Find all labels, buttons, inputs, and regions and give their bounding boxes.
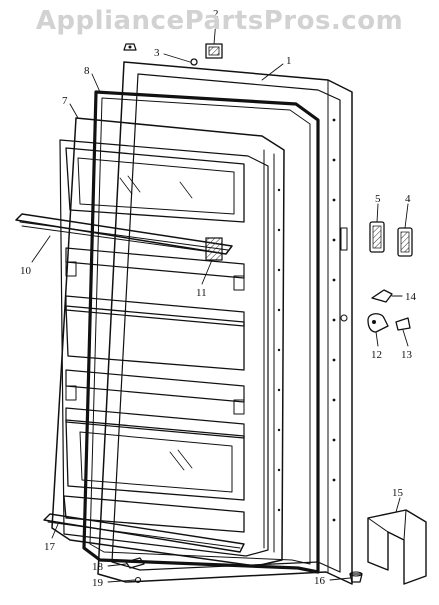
bottom-bar bbox=[43, 513, 245, 553]
plug-small bbox=[123, 43, 137, 51]
callout-12: 12 bbox=[371, 349, 382, 361]
liner-screw-holes bbox=[277, 188, 281, 512]
leader-lines bbox=[31, 19, 409, 583]
screw-part bbox=[190, 58, 198, 66]
callout-10: 10 bbox=[20, 265, 32, 277]
callout-16: 16 bbox=[314, 575, 326, 587]
callout-3: 3 bbox=[154, 47, 160, 59]
callout-labels: 1 2 3 8 7 10 11 5 4 14 12 13 15 16 17 18… bbox=[20, 8, 417, 589]
callout-2: 2 bbox=[213, 8, 219, 20]
hinge-cover-left bbox=[369, 221, 385, 253]
callout-15: 15 bbox=[392, 487, 404, 499]
callout-8: 8 bbox=[84, 65, 90, 77]
callout-17: 17 bbox=[44, 541, 56, 553]
handle-clip bbox=[205, 43, 223, 59]
callout-5: 5 bbox=[375, 193, 381, 205]
callout-18: 18 bbox=[92, 561, 104, 573]
callout-19: 19 bbox=[92, 577, 104, 589]
watermark: AppliancePartsPros.com bbox=[35, 6, 404, 36]
outer-door-panel bbox=[97, 61, 353, 585]
callout-11: 11 bbox=[196, 287, 207, 299]
shelf-bar bbox=[15, 213, 233, 255]
inner-door-liner bbox=[51, 117, 285, 567]
bottom-hinge-cover bbox=[367, 509, 427, 585]
callout-4: 4 bbox=[405, 193, 411, 205]
door-gasket bbox=[82, 90, 320, 574]
callout-1: 1 bbox=[286, 55, 292, 67]
callout-14: 14 bbox=[405, 291, 417, 303]
hinge-cover-right bbox=[397, 227, 413, 257]
small-screw bbox=[134, 576, 142, 584]
callout-7: 7 bbox=[62, 95, 68, 107]
stop-pin bbox=[395, 317, 411, 331]
plug-part bbox=[349, 571, 363, 583]
screw-holes-right bbox=[332, 118, 336, 522]
door-stop bbox=[367, 313, 389, 333]
bar-end-cap bbox=[205, 237, 223, 261]
callout-13: 13 bbox=[401, 349, 413, 361]
bracket-part bbox=[125, 557, 145, 569]
